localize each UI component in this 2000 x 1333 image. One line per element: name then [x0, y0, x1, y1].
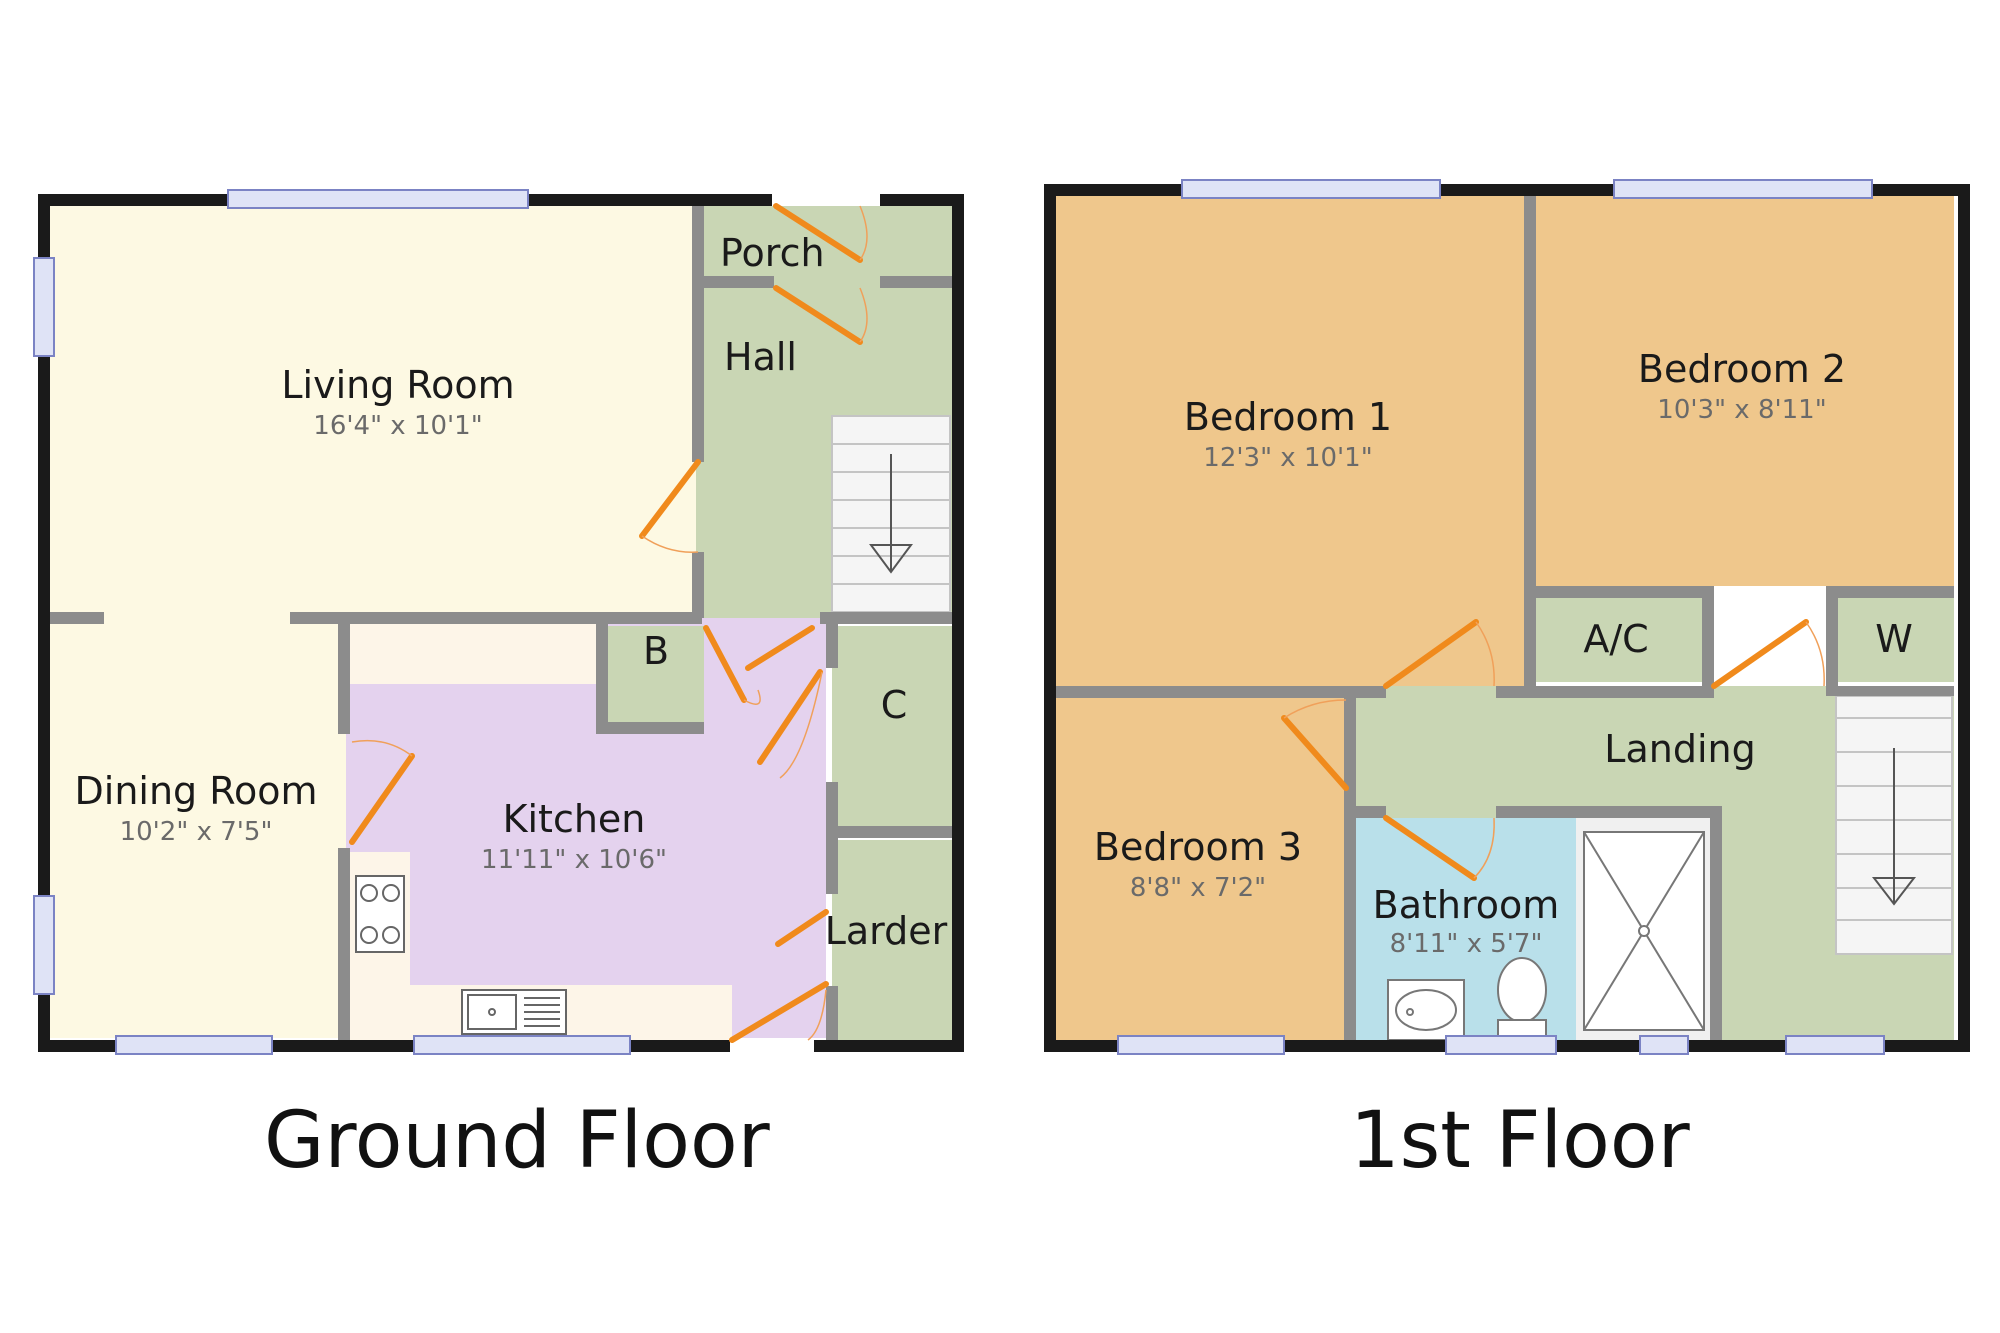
bedroom-2-area — [1532, 196, 1954, 586]
cupboard-c-label: C — [881, 683, 908, 727]
ground-inner-walls — [46, 206, 952, 1040]
bedroom-1-area — [1056, 196, 1524, 686]
ground-stairs-arrow-head — [869, 544, 913, 574]
living-room-label: Living Room — [281, 363, 514, 407]
cupboard-b-area — [604, 626, 704, 726]
basin-icon — [1387, 979, 1465, 1041]
porch-label: Porch — [720, 231, 825, 275]
living-room-dims: 16'4" x 10'1" — [313, 411, 482, 441]
bathroom-label: Bathroom — [1373, 883, 1560, 927]
larder-area — [832, 840, 952, 1040]
kitchen-label: Kitchen — [503, 797, 646, 841]
worktop-top — [350, 622, 602, 684]
ground-windows — [33, 189, 631, 1055]
dining-room-label: Dining Room — [75, 769, 318, 813]
cupboard-b-label: B — [643, 629, 669, 673]
hob-icon — [355, 875, 405, 953]
ground-doors — [349, 203, 863, 1043]
cupboard-c-area — [832, 626, 952, 826]
shower-tray-icon — [1583, 831, 1705, 1031]
wardrobe-area — [1834, 596, 1954, 682]
living-room-area — [46, 206, 696, 618]
kitchen-dims: 11'11" x 10'6" — [481, 845, 667, 875]
toilet-icon — [1497, 957, 1547, 1041]
bedroom-3-area — [1056, 694, 1344, 1040]
first-doors — [1281, 619, 1809, 881]
first-windows — [1117, 179, 1885, 1055]
bedroom-3-dims: 8'8" x 7'2" — [1130, 873, 1266, 903]
airing-cupboard-label: A/C — [1583, 617, 1648, 661]
kitchen-area — [346, 618, 826, 1038]
hall-label: Hall — [724, 335, 797, 379]
ground-floor-plan: Living Room 16'4" x 10'1" Dining Room 10… — [33, 189, 964, 1055]
ground-floor-title: Ground Floor — [264, 1096, 770, 1186]
larder-label: Larder — [825, 909, 948, 953]
bedroom-1-label: Bedroom 1 — [1184, 395, 1392, 439]
first-stairs-arrow-head — [1871, 877, 1917, 906]
first-floor-title: 1st Floor — [1350, 1096, 1690, 1186]
first-floor-plan: Bedroom 1 12'3" x 10'1" Bedroom 2 10'3" … — [1044, 179, 1970, 1055]
first-door-swings — [1283, 621, 1825, 879]
bedroom-3-label: Bedroom 3 — [1094, 825, 1302, 869]
ground-door-swings — [351, 205, 868, 1041]
wardrobe-label: W — [1875, 617, 1913, 661]
sink-icon — [461, 989, 567, 1035]
bedroom-1-dims: 12'3" x 10'1" — [1203, 443, 1372, 473]
bedroom-2-label: Bedroom 2 — [1638, 347, 1846, 391]
landing-label: Landing — [1604, 727, 1755, 771]
first-inner-walls — [1056, 196, 1954, 1040]
dining-room-dims: 10'2" x 7'5" — [120, 817, 273, 847]
airing-cupboard-area — [1536, 592, 1704, 682]
dining-room-area — [46, 618, 346, 1038]
bathroom-dims: 8'11" x 5'7" — [1390, 929, 1543, 959]
bedroom-2-dims: 10'3" x 8'11" — [1657, 395, 1826, 425]
